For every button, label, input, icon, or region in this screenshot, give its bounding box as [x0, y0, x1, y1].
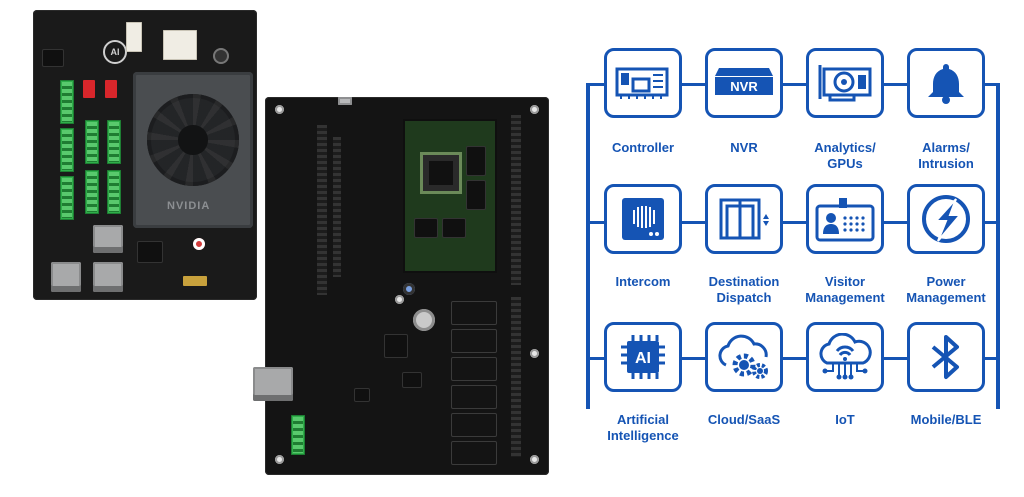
- gold-pins: [183, 276, 207, 286]
- lightning-icon: [922, 195, 970, 243]
- label-mobile: Mobile/BLE: [910, 412, 982, 427]
- usb-port: [338, 97, 352, 105]
- terminal-block: [60, 80, 74, 124]
- bell-icon: [928, 64, 964, 104]
- terminal-block: [85, 120, 99, 164]
- tile-dispatch[interactable]: [705, 184, 783, 254]
- mounting-hole: [275, 105, 284, 114]
- relay: [451, 329, 497, 353]
- label-nvr: NVR: [730, 140, 758, 155]
- chip: [385, 335, 407, 357]
- header-pins: [511, 297, 521, 457]
- iot-cloud-icon: [819, 333, 872, 380]
- terminal-block: [107, 120, 121, 164]
- mounting-hole: [530, 349, 539, 358]
- integration-diagram: [580, 45, 1010, 485]
- header-pins: [511, 115, 521, 285]
- terminal-block: [291, 415, 305, 455]
- tile-nvr[interactable]: NVR: [705, 48, 783, 118]
- label-alarms: Alarms/ Intrusion: [918, 140, 974, 171]
- ethernet-port: [93, 262, 123, 292]
- mounting-hole: [275, 455, 284, 464]
- capacitor: [403, 283, 415, 295]
- heatsink: NVIDIA: [133, 72, 253, 228]
- relay: [451, 357, 497, 381]
- tile-intercom[interactable]: [604, 184, 682, 254]
- ethernet-port: [51, 262, 81, 292]
- white-connector: [126, 22, 142, 52]
- gpu-card-icon: [818, 65, 872, 102]
- tile-mobile[interactable]: [907, 322, 985, 392]
- relay: [451, 413, 497, 437]
- processor: [420, 152, 462, 194]
- label-iot: IoT: [835, 412, 855, 427]
- relay: [451, 385, 497, 409]
- white-connector: [163, 30, 197, 60]
- tile-iot[interactable]: [806, 322, 884, 392]
- relay: [451, 441, 497, 465]
- svg-text:NVR: NVR: [730, 79, 758, 94]
- capacitor: [193, 238, 205, 250]
- chip: [138, 242, 162, 262]
- label-ai: Artificial Intelligence: [607, 412, 679, 443]
- chip: [43, 50, 63, 66]
- elevator-icon: [719, 198, 769, 240]
- label-analytics: Analytics/ GPUs: [814, 140, 876, 171]
- intercom-icon: [622, 198, 664, 240]
- tile-analytics[interactable]: [806, 48, 884, 118]
- bus-line: [586, 221, 1000, 224]
- cloud-gear-icon: [718, 334, 768, 379]
- label-power: Power Management: [906, 274, 986, 305]
- controller-icon: [615, 67, 669, 99]
- fan-brand: NVIDIA: [167, 200, 211, 212]
- bus-line: [586, 357, 1000, 360]
- label-dispatch: Destination Dispatch: [708, 274, 780, 305]
- tile-power[interactable]: [907, 184, 985, 254]
- ethernet-port: [253, 367, 293, 401]
- memory-chip: [443, 219, 465, 237]
- mounting-hole: [530, 105, 539, 114]
- ai-logo: AI: [103, 40, 127, 64]
- label-controller: Controller: [611, 140, 675, 155]
- memory-chip: [467, 147, 485, 175]
- door-controller-board: [253, 97, 549, 475]
- nvr-icon: NVR: [715, 68, 773, 95]
- memory-chip: [467, 181, 485, 209]
- compute-module: [403, 119, 497, 273]
- relay: [451, 301, 497, 325]
- mounting-hole: [530, 455, 539, 464]
- terminal-block: [60, 128, 74, 172]
- buzzer: [213, 48, 229, 64]
- memory-chip: [415, 219, 437, 237]
- terminal-block: [60, 176, 74, 220]
- bluetooth-icon: [931, 335, 959, 379]
- chip: [403, 373, 421, 387]
- header-pins: [333, 137, 341, 277]
- tile-visitor[interactable]: [806, 184, 884, 254]
- bus-line: [586, 83, 1000, 86]
- tile-ai[interactable]: AI: [604, 322, 682, 392]
- bus-line: [586, 83, 590, 409]
- edge-ai-controller-board: AI NVIDIA: [33, 10, 257, 300]
- cooling-fan-icon: [147, 94, 239, 186]
- label-visitor: Visitor Management: [805, 274, 885, 305]
- terminal-block: [107, 170, 121, 214]
- svg-text:AI: AI: [635, 350, 651, 367]
- dip-switch: [105, 80, 117, 98]
- tile-controller[interactable]: [604, 48, 682, 118]
- ethernet-port: [93, 225, 123, 253]
- mounting-hole: [395, 295, 404, 304]
- chip: [355, 389, 369, 401]
- id-badge-icon: [815, 198, 875, 242]
- terminal-block: [85, 170, 99, 214]
- header-pins: [317, 125, 327, 295]
- ai-chip-icon: AI: [621, 335, 665, 379]
- label-cloud: Cloud/SaaS: [707, 412, 781, 427]
- tile-cloud[interactable]: [705, 322, 783, 392]
- dip-switch: [83, 80, 95, 98]
- bus-line: [996, 83, 1000, 409]
- label-intercom: Intercom: [615, 274, 671, 289]
- tile-alarms[interactable]: [907, 48, 985, 118]
- capacitor: [413, 309, 435, 331]
